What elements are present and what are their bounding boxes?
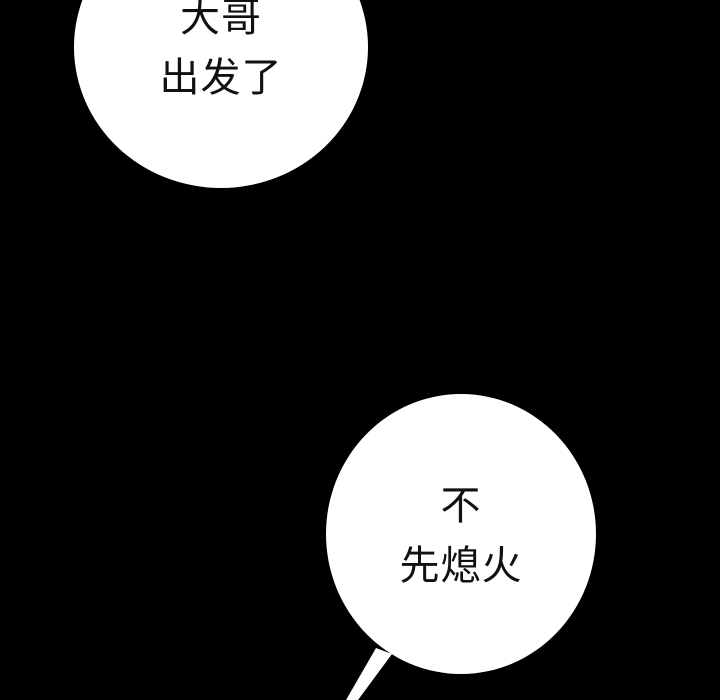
speech-bubble-2-line-2: 先熄火: [399, 543, 523, 589]
speech-bubble-2-line-1: 不: [440, 483, 482, 529]
speech-bubble-1: 大哥 出发了: [74, 0, 368, 188]
speech-bubble-1-line-1: 大哥: [180, 0, 262, 41]
speech-bubble-1-line-2: 出发了: [159, 55, 283, 101]
speech-bubble-2: 不 先熄火: [326, 394, 596, 674]
